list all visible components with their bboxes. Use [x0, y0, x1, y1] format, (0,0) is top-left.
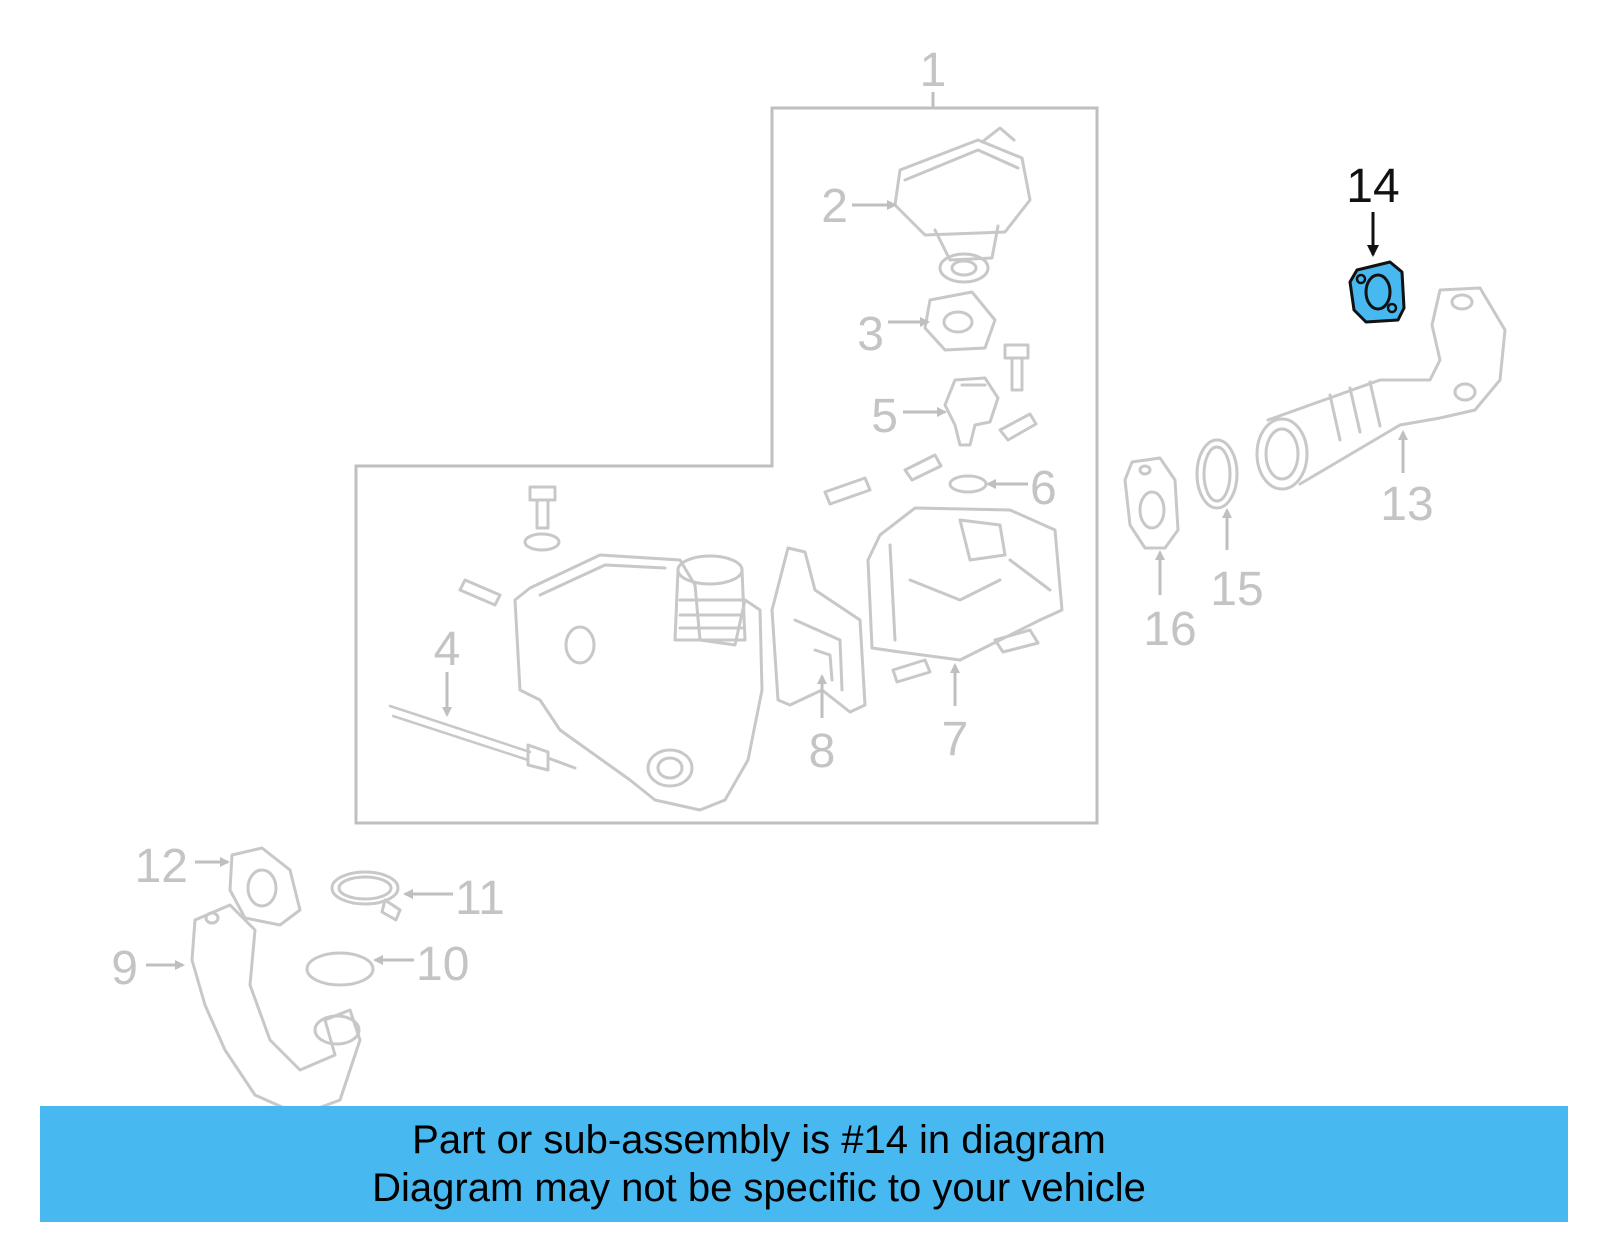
- assembly-outline-box: [354, 106, 1099, 825]
- part-7-egr-housing[interactable]: [866, 506, 1064, 684]
- callout-numbers: 1 2 3 4 5 6 7 8 9 10 11 12 13 14 15 16: [111, 44, 1433, 995]
- callout-8: 8: [809, 725, 836, 778]
- callout-5: 5: [871, 390, 898, 443]
- part-9-pipe[interactable]: [190, 903, 362, 1117]
- info-banner: Part or sub-assembly is #14 in diagram D…: [40, 1106, 1568, 1222]
- part-15-clamp[interactable]: [1195, 438, 1239, 510]
- part-5-sensor[interactable]: [943, 376, 1000, 447]
- part-12-gasket[interactable]: [228, 846, 302, 927]
- part-3-gasket[interactable]: [923, 290, 997, 352]
- callout-13: 13: [1380, 478, 1433, 531]
- banner-line-2: Diagram may not be specific to your vehi…: [372, 1166, 1146, 1210]
- callout-11: 11: [455, 872, 505, 925]
- banner-line-1: Part or sub-assembly is #14 in diagram: [412, 1118, 1106, 1162]
- callout-16: 16: [1143, 603, 1196, 656]
- callout-leaders: [146, 92, 1408, 970]
- part-6-o-ring[interactable]: [948, 474, 988, 494]
- part-16-flange[interactable]: [1123, 456, 1180, 550]
- bolts-group-upper[interactable]: [823, 343, 1038, 506]
- callout-10: 10: [416, 938, 469, 991]
- part-11-clamp[interactable]: [330, 870, 402, 922]
- callout-4: 4: [434, 623, 461, 676]
- callout-1: 1: [920, 44, 947, 97]
- part-14-gasket[interactable]: [1348, 260, 1406, 324]
- part-2-actuator[interactable]: [893, 126, 1032, 284]
- callout-3: 3: [857, 308, 884, 361]
- callout-14: 14: [1346, 160, 1399, 213]
- callout-9: 9: [111, 942, 138, 995]
- part-13-pipe[interactable]: [1255, 286, 1507, 491]
- callout-15: 15: [1210, 563, 1263, 616]
- callout-2: 2: [821, 180, 848, 233]
- callout-6: 6: [1030, 462, 1057, 515]
- part-4-egr-cooler[interactable]: [388, 485, 764, 812]
- part-8-gasket-plate[interactable]: [770, 546, 867, 714]
- callout-12: 12: [135, 840, 188, 893]
- part-10-o-ring[interactable]: [305, 951, 375, 987]
- callout-7: 7: [942, 713, 969, 766]
